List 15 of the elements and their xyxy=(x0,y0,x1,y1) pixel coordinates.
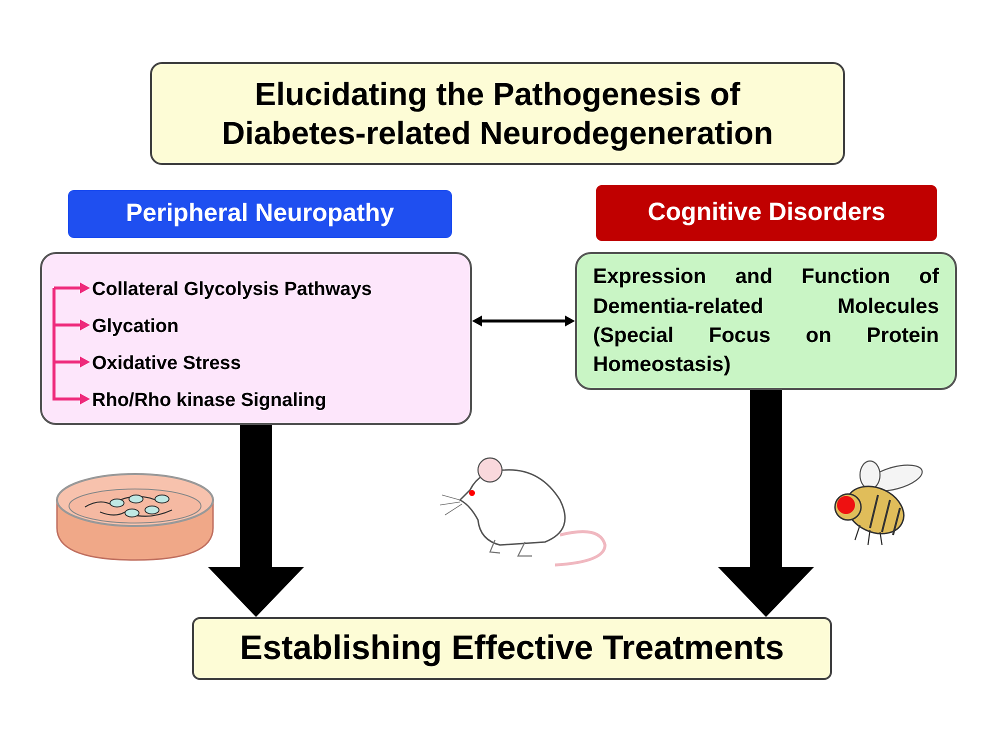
process-box: Expression and Function of Dementia-related Molecules (Special Focus on Protein Homeostasis) xyxy=(575,252,957,390)
process-box xyxy=(40,252,472,425)
arrow xyxy=(472,316,575,326)
arrow xyxy=(52,282,90,294)
category-label: Cognitive Disorders xyxy=(596,185,937,241)
title-text: Elucidating the Pathogenesis of Diabetes-related Neurodegeneration xyxy=(220,75,774,152)
list-item: Collateral Glycolysis Pathways xyxy=(92,276,462,304)
category-label: Peripheral Neuropathy xyxy=(68,190,452,238)
list-item: Rho/Rho kinase Signaling xyxy=(92,387,462,415)
arrow xyxy=(718,390,814,617)
arrow xyxy=(208,425,304,617)
list-item: Oxidative Stress xyxy=(92,350,462,378)
list-item: Glycation xyxy=(92,313,462,341)
title-box xyxy=(150,62,845,165)
result-box: Establishing Effective Treatments xyxy=(192,617,832,680)
